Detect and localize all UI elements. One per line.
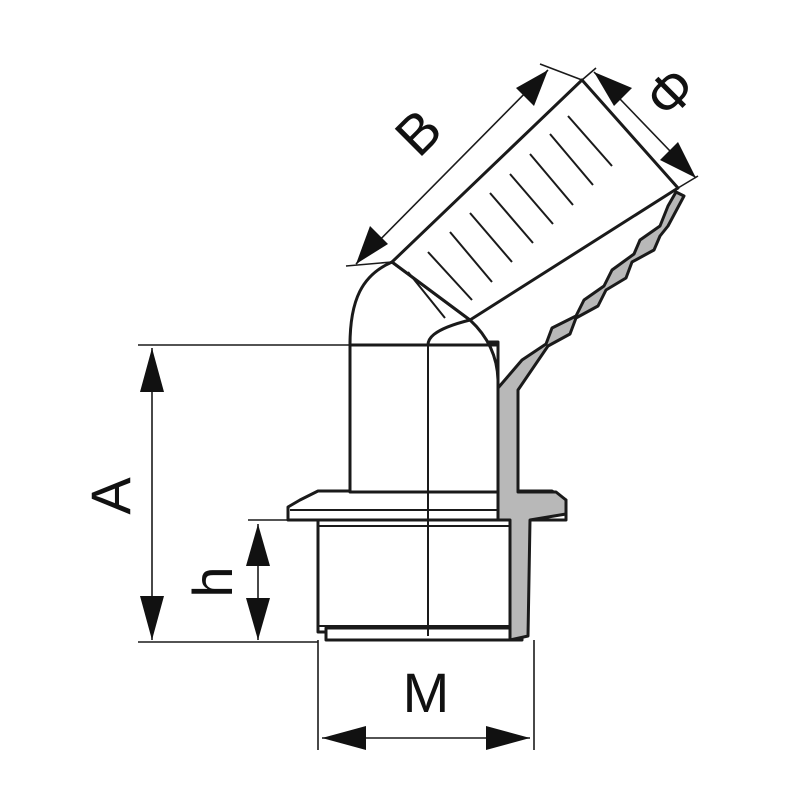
dimension-label-b: B [383,97,454,168]
arrow-head [594,72,632,106]
dimension-m: M [317,640,535,750]
arrow-head [660,142,696,178]
arrow-head [140,596,164,640]
arrow-head [322,726,366,750]
hose-barb [390,78,680,322]
cutaway-section [496,190,686,642]
dimension-label-m: M [403,661,450,724]
dimension-h: h [181,519,300,640]
arrow-head [246,598,270,640]
arrow-head [356,226,388,264]
arrow-head [246,524,270,566]
dimension-label-h: h [181,566,244,597]
dimension-a: A [79,344,420,643]
threaded-body [316,518,530,642]
fitting-neck [348,340,500,494]
dimension-label-phi: Φ [632,54,708,130]
arrow-head [140,348,164,392]
arrow-head [516,70,548,106]
arrow-head [486,726,530,750]
dimension-label-a: A [79,477,142,515]
